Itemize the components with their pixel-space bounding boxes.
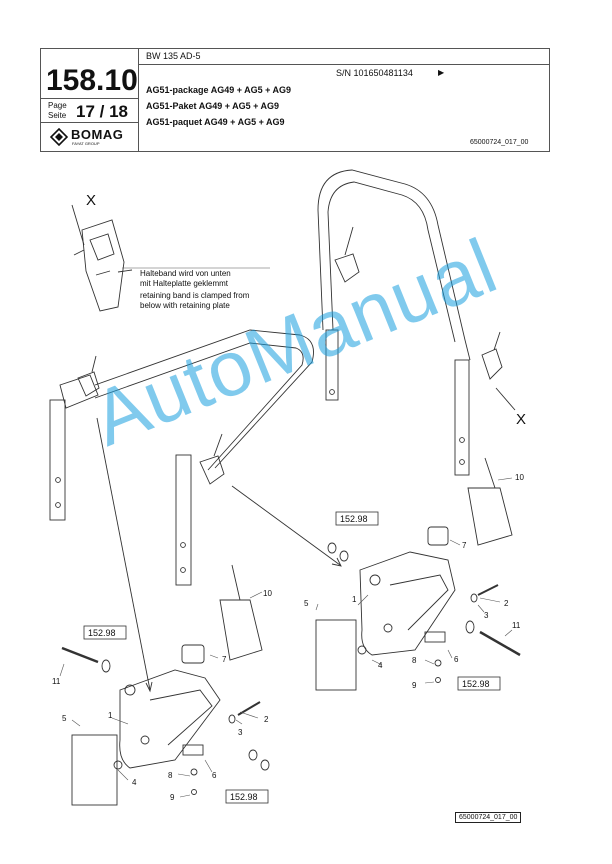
note-en-line2: below with retaining plate (140, 301, 230, 310)
arrow-to-left-assembly (96, 417, 151, 691)
callout-8-right: 8 (412, 656, 417, 665)
bolt-2-left (237, 701, 261, 716)
strap-10-left (219, 564, 263, 661)
callout-10-right: 10 (515, 473, 524, 482)
callout-7-left: 7 (222, 655, 227, 664)
bolt-11-left (61, 646, 99, 664)
callout-2-left: 2 (264, 715, 269, 724)
strap-10-right (467, 457, 513, 546)
rops-rear-post-left (325, 329, 339, 401)
latch-rear-right (481, 331, 503, 380)
callout-5-right: 5 (304, 599, 309, 608)
bracket-left (119, 669, 221, 769)
rops-frame-rear (317, 169, 471, 361)
title-en: AG51-package AG49 + AG5 + AG9 (146, 85, 292, 95)
callout-11-right: 11 (512, 621, 521, 630)
rops-rear-post-right (454, 359, 470, 476)
model-name: BW 135 AD-5 (146, 51, 201, 61)
bomag-logo: BOMAG FAYAT GROUP (50, 127, 134, 147)
ref-box-right-bottom: 152.98 (457, 676, 501, 691)
ref-box-right-top: 152.98 (335, 511, 379, 526)
plate-6-right (424, 631, 446, 643)
note-de-line2: mit Halteplatte geklemmt (140, 279, 229, 288)
latch-rear-left (334, 226, 360, 283)
callout-5-left: 5 (62, 714, 67, 723)
logo-subtext: FAYAT GROUP (72, 141, 100, 146)
callout-3-left: 3 (238, 728, 243, 737)
detail-marker-top: X (86, 192, 96, 209)
callout-3-right: 3 (484, 611, 489, 620)
callout-7-right: 7 (462, 541, 467, 550)
svg-text:152.98: 152.98 (88, 628, 116, 638)
page-label-de: Seite (48, 111, 67, 120)
callout-9-right: 9 (412, 681, 417, 690)
callout-11-left: 11 (52, 677, 61, 686)
rops-front-post-left (49, 399, 66, 521)
callout-10-left: 10 (263, 589, 272, 598)
note-de-line1: Halteband wird von unten (140, 269, 231, 278)
arrow-to-detail-x (495, 387, 516, 411)
callout-1-left: 1 (108, 711, 113, 720)
detail-latch (81, 219, 125, 312)
detail-marker-right: X (516, 411, 526, 428)
ref-box-left-bottom: 152.98 (225, 789, 269, 804)
svg-text:152.98: 152.98 (230, 792, 258, 802)
post-stub-right (315, 619, 357, 691)
ref-box-left-top: 152.98 (83, 625, 127, 640)
bracket-right (359, 551, 456, 656)
bolt-11-right (479, 630, 521, 657)
page-number: 158.10 (46, 64, 138, 97)
footer-drawing-code: 65000724_017_00 (455, 812, 522, 823)
post-stub-left (71, 734, 118, 806)
callout-6-right: 6 (454, 655, 459, 664)
drawing-reference: 65000724_017_00 (470, 139, 529, 146)
bolt-2-right (477, 584, 499, 596)
latch-front-left (77, 355, 100, 397)
serial-arrow-icon: ▶ (438, 68, 445, 77)
latch-front-middle (199, 433, 225, 485)
callout-6-left: 6 (212, 771, 217, 780)
callout-1-right: 1 (352, 595, 357, 604)
callout-4-right: 4 (378, 661, 383, 670)
callout-8-left: 8 (168, 771, 173, 780)
rops-frame-front (94, 329, 314, 469)
buffer-7-right (427, 526, 449, 546)
serial-number: S/N 101650481134 (336, 68, 413, 78)
logo-text: BOMAG (71, 127, 124, 142)
buffer-7-left (181, 644, 205, 664)
svg-text:152.98: 152.98 (340, 514, 368, 524)
svg-text:152.98: 152.98 (462, 679, 490, 689)
page-fraction: 17 / 18 (76, 102, 128, 121)
callout-9-left: 9 (170, 793, 175, 802)
note-en-line1: retaining band is clamped from (140, 291, 250, 300)
title-de: AG51-Paket AG49 + AG5 + AG9 (146, 101, 280, 111)
rops-front-post-middle (175, 454, 192, 586)
bomag-diamond-icon (50, 128, 68, 146)
page-label-en: Page (48, 101, 67, 110)
callout-4-left: 4 (132, 778, 137, 787)
title-fr: AG51-paquet AG49 + AG5 + AG9 (146, 117, 285, 127)
arrow-to-right-assembly (231, 485, 341, 566)
callout-2-right: 2 (504, 599, 509, 608)
plate-6-left (182, 744, 204, 756)
title-block: 158.10 Page Seite 17 / 18 BOMAG FAYAT GR… (40, 48, 550, 152)
